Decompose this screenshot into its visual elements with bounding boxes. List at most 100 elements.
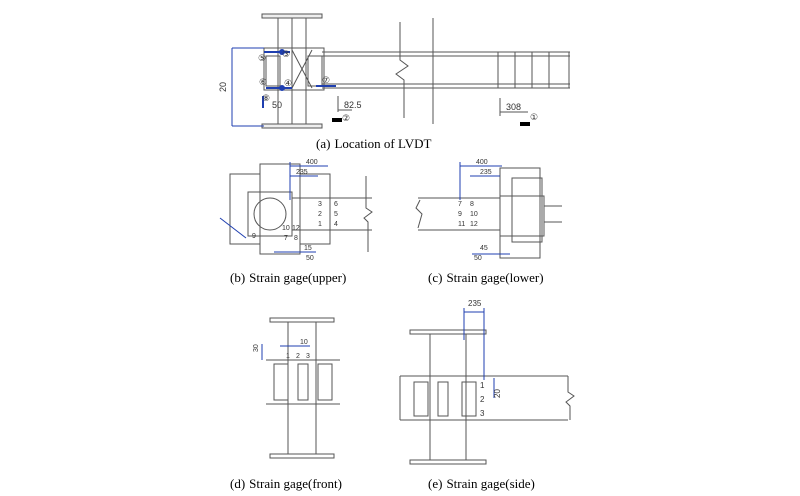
- dim-d2-label: 82.5: [344, 100, 362, 110]
- column-cap-top: [261, 13, 323, 19]
- panel-e-side: [399, 308, 575, 465]
- e-break: [565, 376, 575, 420]
- d-gage-2: 2: [296, 353, 300, 360]
- c-gage-11: 11: [458, 221, 465, 228]
- e-top: 235: [468, 299, 482, 308]
- c-gage-10: 10: [470, 211, 478, 218]
- b-gage-4: 4: [334, 221, 338, 228]
- caption-b-text: Strain gage(upper): [249, 270, 347, 285]
- caption-a-text: Location of LVDT: [334, 136, 432, 151]
- marker-1: ①: [530, 112, 538, 122]
- caption-a-prefix: (a): [316, 136, 331, 151]
- caption-d: (d)Strain gage(front): [230, 476, 342, 492]
- lvdt-block-1: [520, 122, 530, 126]
- panel-zone: [263, 47, 325, 91]
- caption-a: (a)Location of LVDT: [316, 136, 431, 152]
- lvdt-point-2: [279, 85, 285, 91]
- c-plate: [499, 195, 545, 237]
- caption-b-prefix: (b): [230, 270, 246, 285]
- b-w2: 235: [296, 169, 308, 176]
- b-dim-diag: [219, 217, 247, 239]
- b-w1: 400: [306, 159, 318, 166]
- marker-5: ⑤: [258, 53, 266, 63]
- caption-e-prefix: (e): [428, 476, 443, 491]
- marker-7: ⑦: [322, 75, 330, 85]
- e-v: 20: [493, 389, 502, 398]
- b-near-10: 10: [282, 225, 290, 232]
- d-plate-mid: [297, 363, 309, 401]
- c-gage-9: 9: [458, 211, 462, 218]
- panel-a-lvdt: [231, 13, 570, 129]
- c-column-outline: [499, 167, 541, 259]
- b-column-outline: [259, 163, 301, 255]
- lvdt-point-1: [279, 49, 285, 55]
- b-break: [363, 176, 373, 252]
- b-near-12: 12: [292, 225, 300, 232]
- c-w1: 400: [476, 159, 488, 166]
- e-cap-top: [409, 329, 487, 335]
- d-plate-left: [273, 363, 289, 401]
- marker-2: ②: [342, 113, 350, 123]
- e-gage-1: 1: [480, 381, 485, 390]
- b-gage-3: 3: [318, 201, 322, 208]
- b-plate: [247, 191, 293, 237]
- e-gage-3: 3: [480, 409, 485, 418]
- marker-4: ④: [284, 78, 292, 88]
- d-gage-1: 1: [286, 353, 290, 360]
- panel-d-labels: 30 10 1 2 3: [253, 339, 310, 360]
- b-gage-1: 1: [318, 221, 322, 228]
- d-v: 30: [253, 344, 260, 352]
- dim-d3-label: 308: [506, 102, 521, 112]
- panel-c-labels: 400 235 45 50 7 8 9 10 11 12: [458, 159, 492, 262]
- c-w2: 235: [480, 169, 492, 176]
- e-plate-mid: [437, 381, 449, 417]
- plate-left: [265, 55, 281, 87]
- caption-d-text: Strain gage(front): [249, 476, 342, 491]
- e-plate-left: [413, 381, 429, 417]
- caption-e: (e)Strain gage(side): [428, 476, 535, 492]
- d-h: 10: [300, 339, 308, 346]
- marker-3: ③: [282, 49, 290, 59]
- caption-c: (c)Strain gage(lower): [428, 270, 544, 286]
- c-break: [415, 199, 423, 229]
- b-gusset-right: [299, 173, 331, 245]
- b-near-8: 8: [294, 235, 298, 242]
- panel-b-labels: 400 235 15 50 3 6 2 5 1 4 10 12 7 8 9: [252, 159, 338, 262]
- b-near-7: 7: [284, 235, 288, 242]
- caption-c-text: Strain gage(lower): [446, 270, 544, 285]
- caption-b: (b)Strain gage(upper): [230, 270, 346, 286]
- panel-d-front: [261, 317, 340, 459]
- column-cap-bottom: [261, 123, 323, 129]
- c-s2: 50: [474, 255, 482, 262]
- b-gage-2: 2: [318, 211, 322, 218]
- break-line: [395, 22, 409, 118]
- caption-c-prefix: (c): [428, 270, 443, 285]
- e-plate-right: [461, 381, 477, 417]
- b-s1: 15: [304, 245, 312, 252]
- panel-c-lower: [415, 162, 562, 259]
- c-gusset-right: [511, 177, 543, 243]
- c-gage-12: 12: [470, 221, 478, 228]
- e-gage-2: 2: [480, 395, 485, 404]
- d-gage-3: 3: [306, 353, 310, 360]
- b-gage-5: 5: [334, 211, 338, 218]
- c-gage-7: 7: [458, 201, 462, 208]
- dim-d1-label: 50: [272, 100, 282, 110]
- panel-a-labels: 20 50 82.5 308 ⑤ ③ ⑥ ④ ⑦ ⑧ ② ①: [218, 49, 538, 123]
- marker-8: ⑧: [262, 93, 270, 103]
- panel-b-upper: [219, 162, 373, 255]
- b-near-9: 9: [252, 233, 256, 240]
- b-s2: 50: [306, 255, 314, 262]
- caption-e-text: Strain gage(side): [446, 476, 535, 491]
- d-cap-bottom: [269, 453, 335, 459]
- b-gage-6: 6: [334, 201, 338, 208]
- d-cap-top: [269, 317, 335, 323]
- e-cap-bottom: [409, 459, 487, 465]
- panel-e-labels: 235 20 1 2 3: [468, 299, 502, 418]
- marker-6: ⑥: [259, 77, 267, 87]
- dim-height-label: 20: [218, 82, 228, 92]
- c-gage-8: 8: [470, 201, 474, 208]
- plate-right: [307, 55, 323, 87]
- d-plate-right: [317, 363, 333, 401]
